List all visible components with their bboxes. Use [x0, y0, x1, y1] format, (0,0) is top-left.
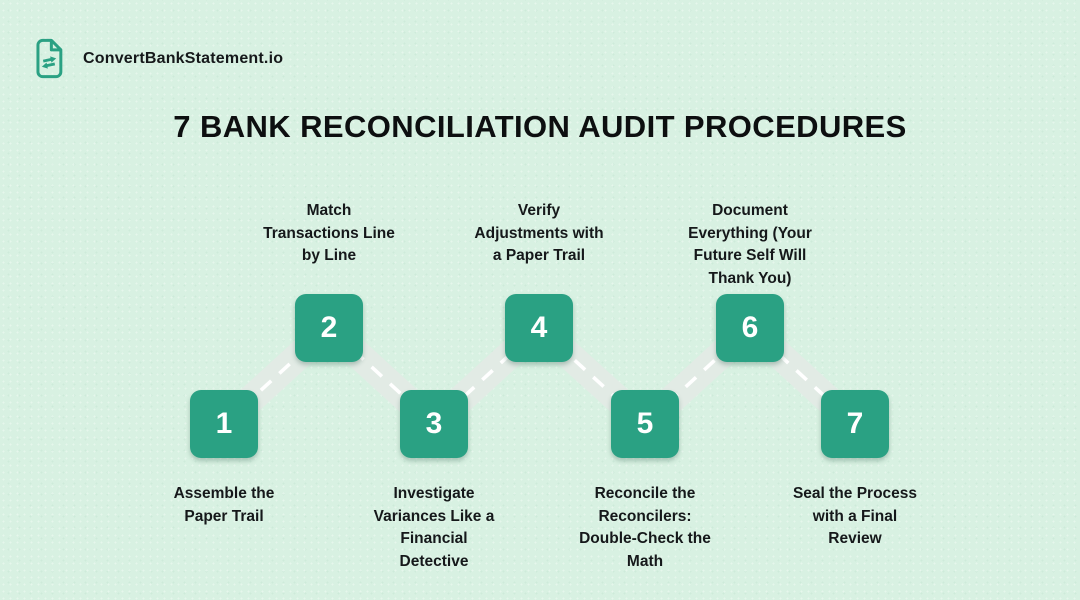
brand-logo: ConvertBankStatement.io	[30, 38, 283, 79]
page-title: 7 BANK RECONCILIATION AUDIT PROCEDURES	[173, 109, 907, 144]
document-convert-arrows-icon	[30, 38, 68, 79]
brand-name: ConvertBankStatement.io	[83, 49, 284, 67]
road-band	[210, 314, 869, 438]
